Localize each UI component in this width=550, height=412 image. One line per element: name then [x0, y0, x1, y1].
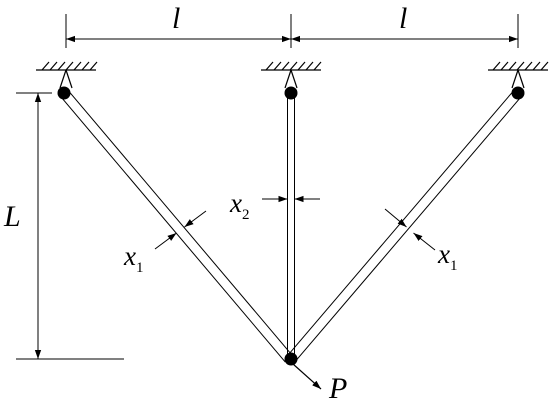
span-label-right: l — [399, 2, 407, 35]
height-label: L — [3, 200, 21, 233]
joint-middle — [284, 86, 298, 100]
x1-right-marker — [384, 208, 436, 251]
joint-right — [511, 86, 525, 100]
x1-left-marker — [154, 210, 207, 250]
bar-left — [59, 89, 294, 363]
support-middle — [261, 61, 322, 89]
x2-label: x2 — [229, 188, 249, 223]
x1-right-label: x1 — [437, 239, 457, 274]
span-dimension — [65, 14, 519, 48]
support-left — [36, 61, 98, 89]
bar-right — [286, 89, 523, 363]
height-dimension — [16, 92, 124, 360]
load-label: P — [328, 372, 347, 405]
joint-bottom — [284, 352, 298, 366]
x1-left-label: x1 — [123, 241, 143, 276]
bar-middle — [287, 93, 295, 359]
joint-left — [57, 86, 71, 100]
support-right — [488, 61, 549, 89]
load-arrow — [292, 363, 322, 390]
span-label-left: l — [172, 2, 180, 35]
